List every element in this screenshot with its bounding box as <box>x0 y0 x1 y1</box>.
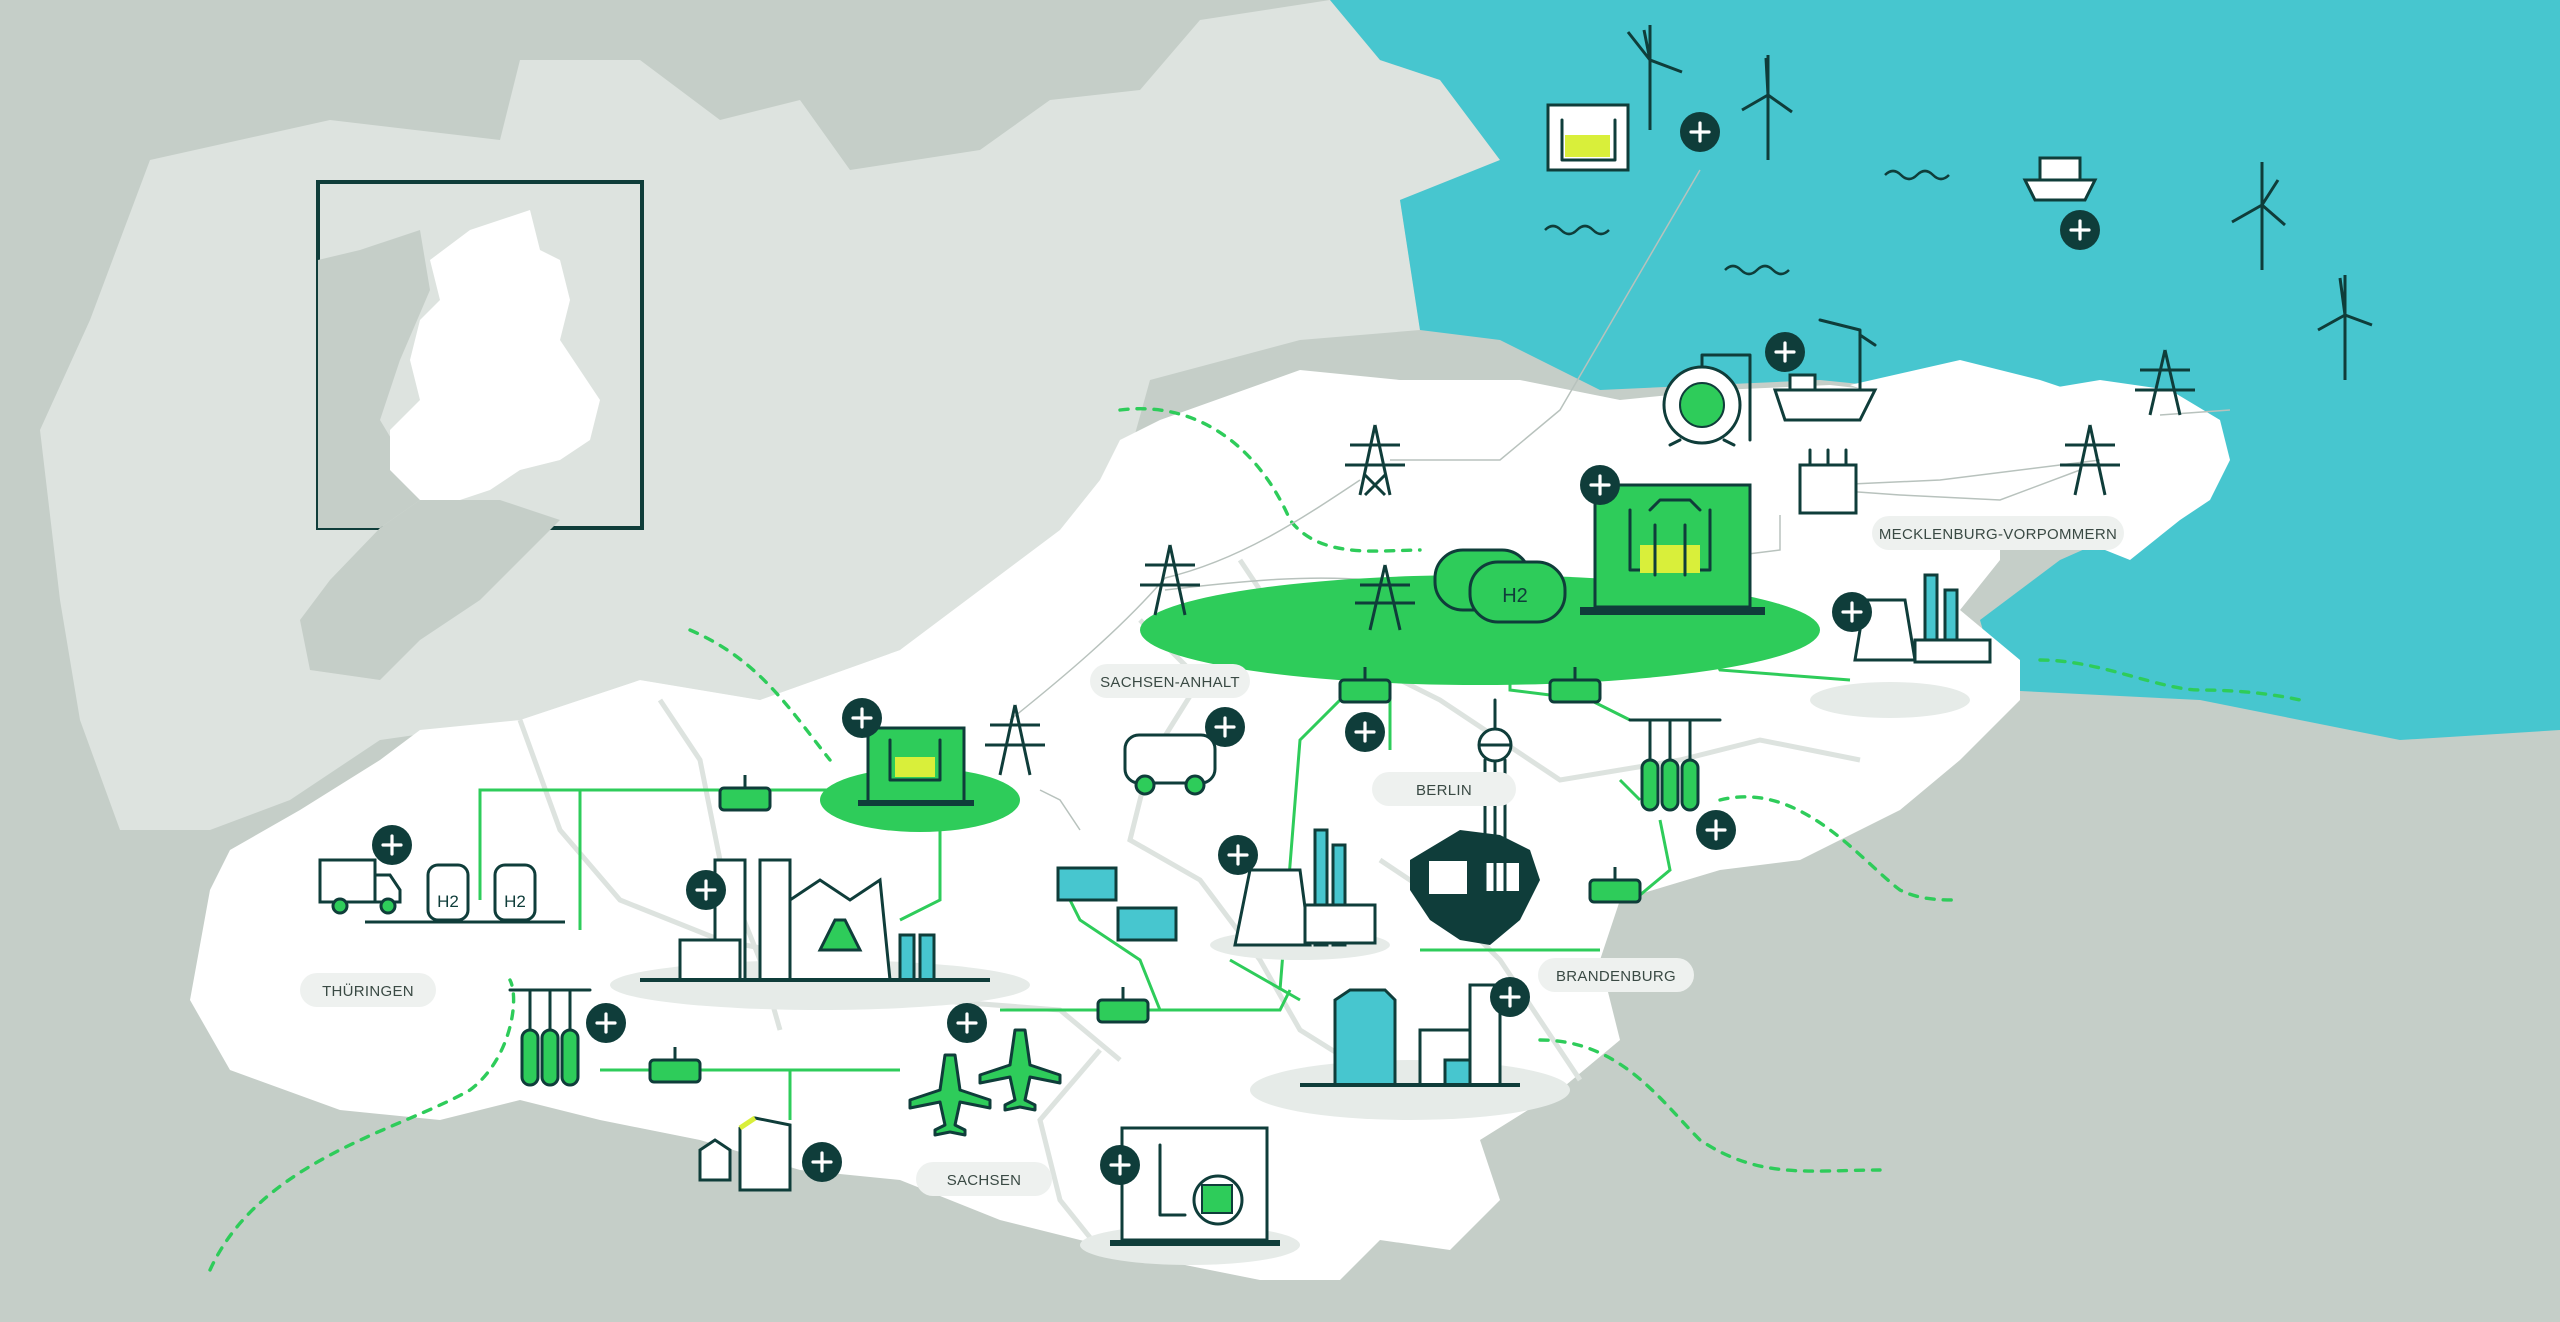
region-labels: MECKLENBURG-VORPOMMERN SACHSEN-ANHALT BE… <box>300 516 2124 1196</box>
island-rugen <box>2040 380 2230 520</box>
airplane-icons <box>908 1028 1062 1137</box>
expand-button-truck[interactable] <box>372 825 412 865</box>
ship-icon <box>2022 156 2098 202</box>
h2-sphere-storage-icon <box>1662 353 1752 447</box>
label-sachsen: SACHSEN <box>916 1162 1052 1196</box>
svg-text:SACHSEN: SACHSEN <box>947 1172 1022 1189</box>
svg-text:SACHSEN-ANHALT: SACHSEN-ANHALT <box>1100 674 1240 691</box>
svg-text:BERLIN: BERLIN <box>1416 782 1472 799</box>
electrolyzer-west-icon <box>858 726 974 806</box>
expand-button-ship-port[interactable] <box>2060 210 2100 250</box>
dashed-planned-lines <box>208 407 2302 1272</box>
svg-text:BRANDENBURG: BRANDENBURG <box>1556 968 1676 985</box>
truck-icon <box>318 858 402 915</box>
svg-text:MECKLENBURG-VORPOMMERN: MECKLENBURG-VORPOMMERN <box>1879 526 2117 543</box>
wind-turbine-icon <box>2231 162 2286 270</box>
label-berlin: BERLIN <box>1372 772 1516 806</box>
gas-storage-tubes-icon <box>1628 718 1722 812</box>
expand-button-bus[interactable] <box>1205 707 1245 747</box>
electrolyzer-hub-icon <box>1580 483 1765 615</box>
pylon-icon <box>2060 424 2120 496</box>
svg-text:THÜRINGEN: THÜRINGEN <box>322 982 414 1000</box>
transformer-icon <box>1798 448 1858 515</box>
expand-button-electrolyzer-west[interactable] <box>842 698 882 738</box>
expand-button-power-plant-center[interactable] <box>1218 835 1258 875</box>
svg-text:H2: H2 <box>1502 585 1528 607</box>
expand-button-industrial-plant[interactable] <box>686 870 726 910</box>
svg-text:H2: H2 <box>437 892 459 911</box>
power-plant-center-icon <box>1233 828 1377 947</box>
northwest-land <box>0 0 1220 200</box>
gas-storage-tubes-west-icon <box>508 988 592 1087</box>
expand-button-hub-electrolyzer[interactable] <box>1580 465 1620 505</box>
h2-pumps-icon: H2 H2 <box>365 863 565 924</box>
bus-icon <box>1123 733 1217 796</box>
industrial-plant-icon <box>640 858 990 982</box>
label-sachsen-anhalt: SACHSEN-ANHALT <box>1090 664 1250 698</box>
h2-tanks-icon: H2 <box>1433 548 1567 624</box>
label-thueringen: THÜRINGEN <box>300 973 436 1007</box>
valve-icon <box>648 1047 702 1084</box>
airplane-icon <box>978 1028 1062 1112</box>
pipeline-valves <box>648 667 1642 1084</box>
offshore-electrolyzer-icon <box>1546 103 1630 172</box>
expand-buttons <box>372 112 2100 1185</box>
label-mecklenburg-vorpommern: MECKLENBURG-VORPOMMERN <box>1872 516 2124 550</box>
expand-button-power-plant-mv[interactable] <box>1832 592 1872 632</box>
wind-turbines <box>1626 25 2373 380</box>
pylon-icon <box>985 704 1045 776</box>
valve-icon <box>1548 667 1602 704</box>
expand-button-battery-storage[interactable] <box>1100 1145 1140 1185</box>
valve-icon <box>1588 867 1642 904</box>
airplane-icon <box>908 1053 992 1137</box>
expand-button-steel-plant[interactable] <box>1490 977 1530 1017</box>
battery-storage-icon <box>1110 1126 1280 1246</box>
wind-turbine-icon <box>2317 275 2373 380</box>
expand-button-housing[interactable] <box>802 1142 842 1182</box>
housing-icon <box>698 1115 792 1192</box>
pylon-icon <box>1140 544 1200 616</box>
label-brandenburg: BRANDENBURG <box>1538 958 1694 992</box>
berlin-city-area <box>1410 830 1540 945</box>
expand-button-offshore-electrolyzer[interactable] <box>1680 112 1720 152</box>
valve-icon <box>718 775 772 812</box>
germany-inset-map <box>300 180 644 680</box>
valve-icon <box>1096 987 1150 1024</box>
expand-button-storage-east[interactable] <box>1696 810 1736 850</box>
pylon-icon <box>1355 564 1415 631</box>
expand-button-tanker-port[interactable] <box>1765 332 1805 372</box>
valve-icon <box>1338 667 1392 704</box>
sea-waves <box>1544 169 1950 276</box>
east-germany-shape <box>390 210 600 500</box>
power-pylons <box>985 349 2195 776</box>
svg-text:H2: H2 <box>504 892 526 911</box>
solar-panels-icon <box>1056 866 1178 942</box>
wind-turbine-icon <box>1741 55 1793 160</box>
steel-plant-icon <box>1300 983 1520 1087</box>
expand-button-airport[interactable] <box>947 1003 987 1043</box>
pylon-icon <box>2135 349 2195 416</box>
expand-button-gas-storage[interactable] <box>1345 712 1385 752</box>
expand-button-storage-west[interactable] <box>586 1003 626 1043</box>
power-lines <box>1009 169 2231 831</box>
tanker-crane-icon <box>1772 318 1878 422</box>
pylon-icon <box>1345 424 1405 497</box>
wind-turbine-icon <box>1626 25 1683 130</box>
